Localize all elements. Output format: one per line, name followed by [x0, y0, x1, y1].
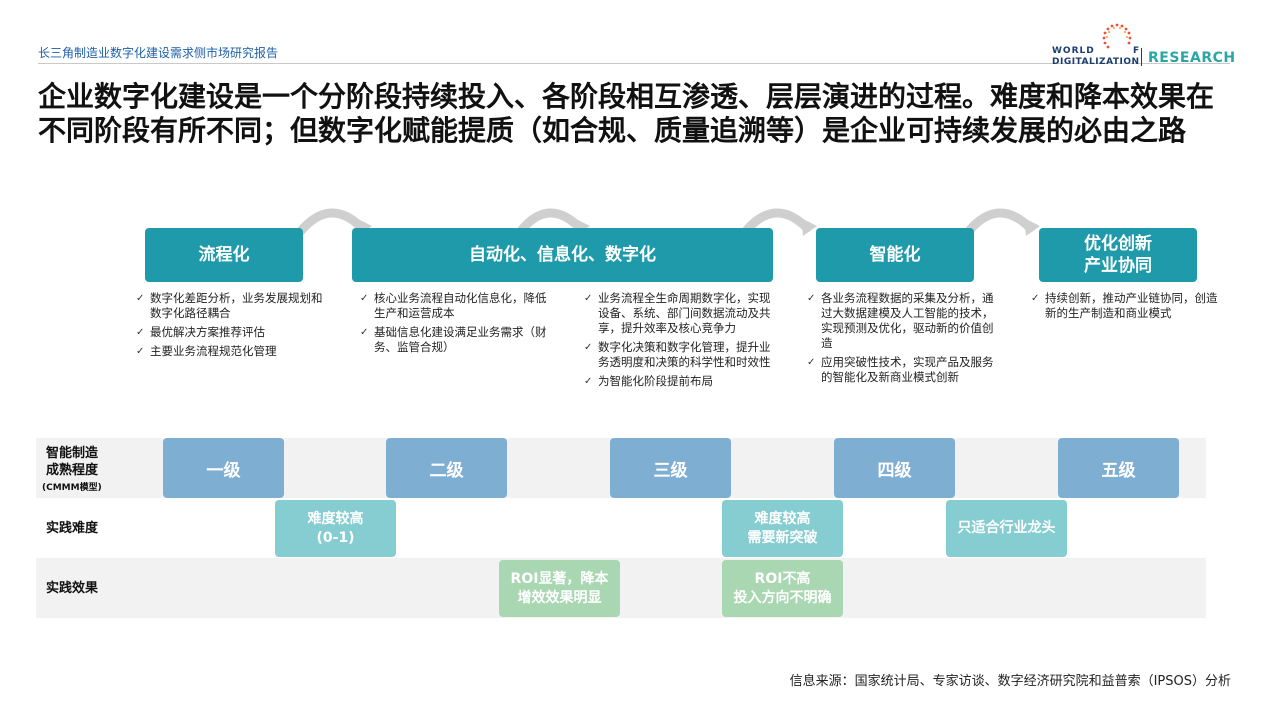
logo-text-world: WORLD [1052, 46, 1095, 56]
matrix-label-maturity: 智能制造 成熟程度 [46, 446, 99, 478]
list-item: 业务流程全生命周期数字化，实现设备、系统、部门间数据流动及共享，提升效率及核心竞… [584, 291, 774, 336]
stage-automation-list-left: 核心业务流程自动化信息化，降低生产和运营成本 基础信息化建设满足业务需求（财务、… [360, 291, 550, 359]
stage-innovation: 优化创新 产业协同 [1039, 228, 1197, 282]
list-item: 核心业务流程自动化信息化，降低生产和运营成本 [360, 291, 550, 321]
logo-text-f: F [1133, 46, 1140, 56]
difficulty-high-0-1: 难度较高 (0-1) [275, 500, 396, 557]
list-item: 数字化差距分析，业务发展规划和数字化路径耦合 [136, 291, 324, 321]
difficulty-high-breakthrough: 难度较高 需要新突破 [722, 500, 843, 557]
level-2: 二级 [386, 438, 507, 498]
list-item: 应用突破性技术，实现产品及服务的智能化及新商业模式创新 [807, 355, 997, 385]
world-of-digitalization-logo-icon [1102, 23, 1132, 49]
stage-process: 流程化 [145, 228, 303, 282]
matrix-label-difficulty: 实践难度 [46, 521, 99, 536]
difficulty-industry-leaders: 只适合行业龙头 [946, 500, 1067, 557]
page-title: 企业数字化建设是一个分阶段持续投入、各阶段相互渗透、层层演进的过程。难度和降本效… [38, 80, 1215, 147]
level-1: 一级 [163, 438, 284, 498]
list-item: 数字化决策和数字化管理，提升业务透明度和决策的科学性和时效性 [584, 340, 774, 370]
stage-innovation-list: 持续创新，推动产业链协同，创造新的生产制造和商业模式 [1031, 291, 1221, 325]
arc-arrowhead-4 [1024, 218, 1040, 236]
list-item: 持续创新，推动产业链协同，创造新的生产制造和商业模式 [1031, 291, 1221, 321]
level-3: 三级 [610, 438, 731, 498]
list-item: 为智能化阶段提前布局 [584, 374, 774, 389]
stage-intelligence: 智能化 [816, 228, 974, 282]
header-divider [38, 63, 1230, 64]
effect-roi-significant: ROI显著，降本 增效效果明显 [499, 560, 620, 617]
level-4: 四级 [834, 438, 955, 498]
arc-arrowhead-3 [801, 218, 817, 236]
logo-text-digitalization: DIGITALIZATION [1052, 57, 1140, 67]
list-item: 基础信息化建设满足业务需求（财务、监管合规） [360, 325, 550, 355]
stage-automation-list-right: 业务流程全生命周期数字化，实现设备、系统、部门间数据流动及共享，提升效率及核心竞… [584, 291, 774, 393]
list-item: 各业务流程数据的采集及分析，通过大数据建模及人工智能的技术，实现预测及优化，驱动… [807, 291, 997, 351]
matrix-label-effect: 实践效果 [46, 581, 99, 596]
stage-process-list: 数字化差距分析，业务发展规划和数字化路径耦合 最优解决方案推荐评估 主要业务流程… [136, 291, 324, 363]
stage-intelligence-list: 各业务流程数据的采集及分析，通过大数据建模及人工智能的技术，实现预测及优化，驱动… [807, 291, 997, 389]
report-name: 长三角制造业数字化建设需求侧市场研究报告 [38, 46, 279, 60]
logo-divider [1141, 48, 1142, 66]
logo-text-research: RESEARCH [1148, 50, 1236, 66]
matrix-row-effect [36, 558, 1206, 618]
effect-roi-low: ROI不高 投入方向不明确 [722, 560, 843, 617]
list-item: 最优解决方案推荐评估 [136, 325, 324, 340]
source-note: 信息来源：国家统计局、专家访谈、数字经济研究院和益普索（IPSOS）分析 [789, 674, 1231, 689]
stage-automation: 自动化、信息化、数字化 [352, 228, 773, 282]
arc-arrow-4 [963, 208, 1035, 237]
matrix-label-maturity-sub: (CMMM模型) [42, 483, 102, 493]
list-item: 主要业务流程规范化管理 [136, 344, 324, 359]
level-5: 五级 [1058, 438, 1179, 498]
